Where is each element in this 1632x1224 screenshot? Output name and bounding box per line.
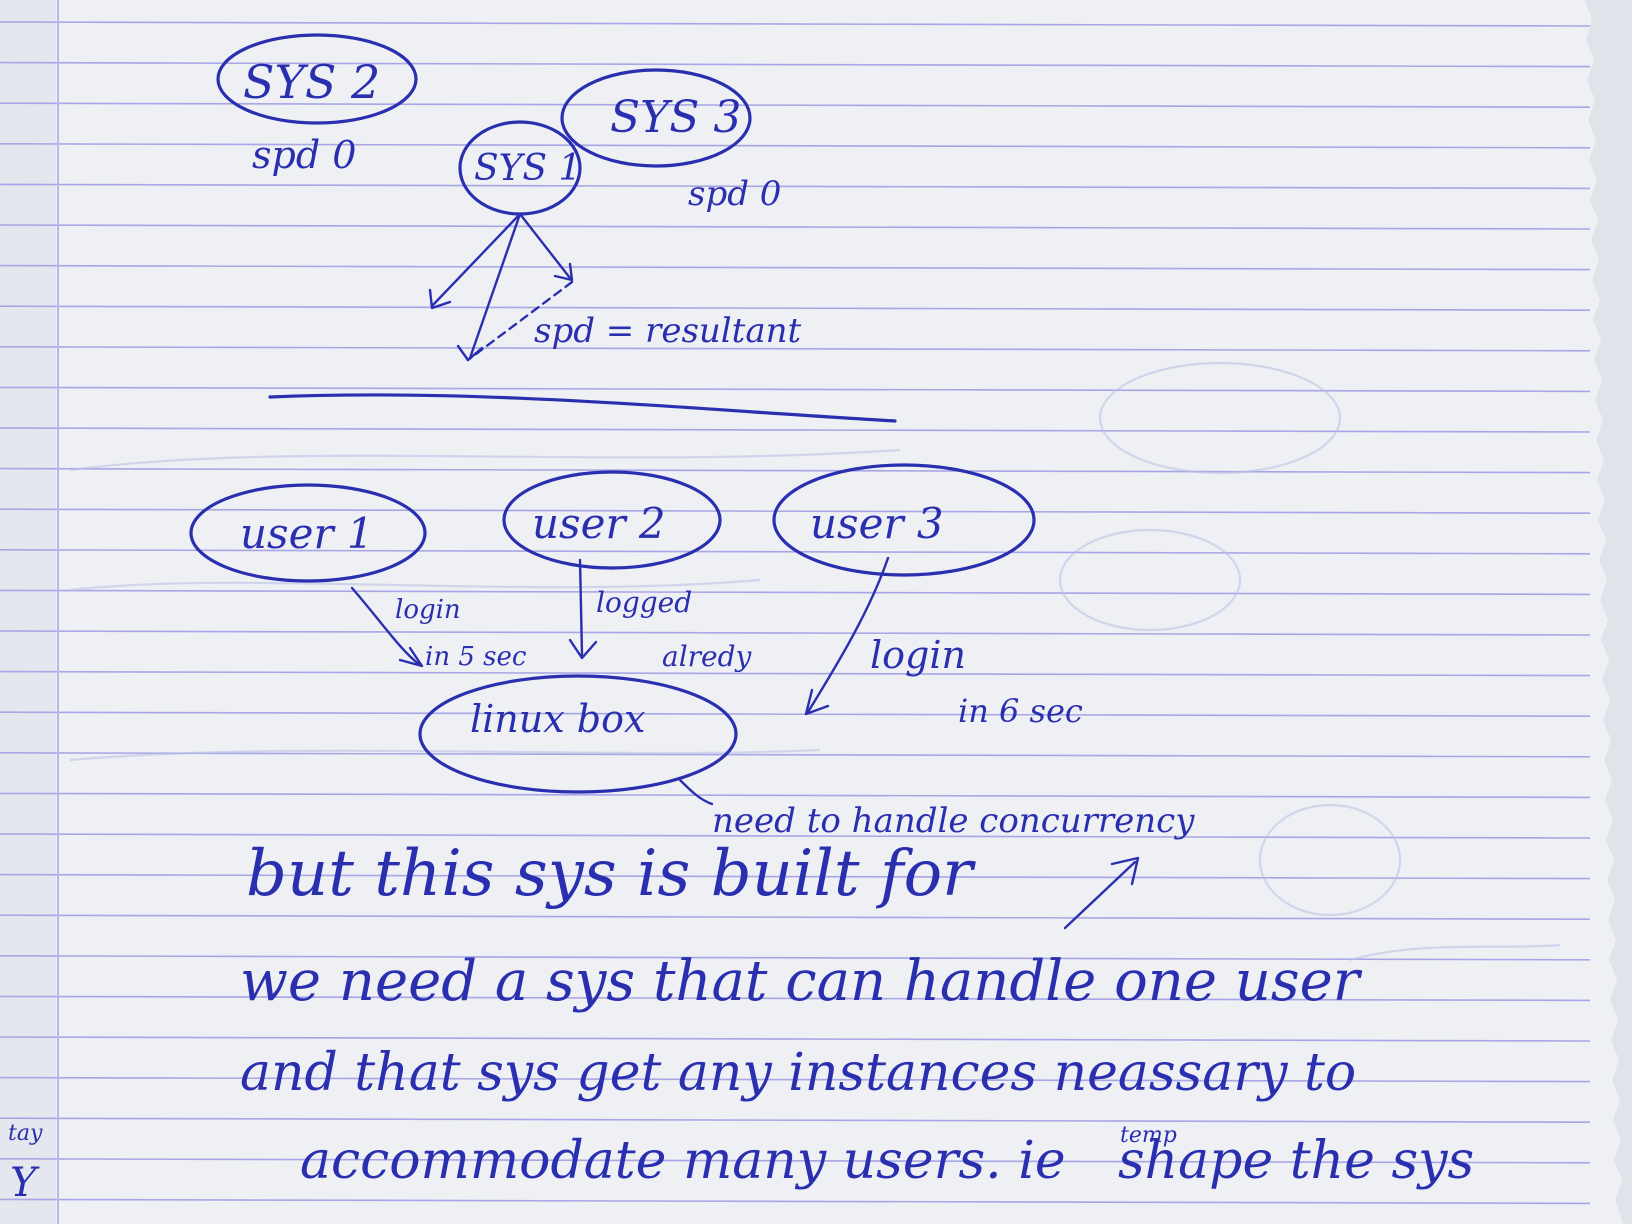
user3-label: user 3 bbox=[810, 499, 944, 548]
user1-edge-label-1: login bbox=[395, 595, 461, 625]
ruled-line bbox=[0, 61, 1591, 68]
sys2-node bbox=[216, 33, 418, 125]
ruled-line bbox=[0, 427, 1591, 433]
section-divider bbox=[268, 393, 897, 423]
note-line-4-superscript: temp bbox=[1120, 1123, 1177, 1148]
ruled-line bbox=[0, 1158, 1591, 1164]
server-note: need to handle concurrency bbox=[712, 801, 1195, 841]
ruled-line bbox=[0, 345, 1591, 352]
concurrency-arrow bbox=[1063, 860, 1137, 930]
vector-label: spd = resultant bbox=[534, 311, 802, 351]
sys3-note: spd 0 bbox=[688, 174, 781, 214]
ruled-line bbox=[0, 305, 1591, 312]
user2-node bbox=[502, 470, 722, 570]
ruled-line bbox=[0, 630, 1591, 636]
margin-scribble-1: tay bbox=[8, 1121, 43, 1146]
note-line-3: and that sys get any instances neassary … bbox=[240, 1043, 1356, 1103]
ruled-line bbox=[0, 995, 1591, 1002]
user3-node bbox=[772, 463, 1036, 577]
vector-arrows bbox=[428, 212, 574, 362]
margin-scribble-2: Y bbox=[10, 1160, 40, 1206]
user3-edge-label-1: login bbox=[870, 633, 966, 677]
linux-box-label: linux box bbox=[470, 697, 645, 741]
ruled-line bbox=[0, 224, 1591, 230]
user2-label: user 2 bbox=[532, 499, 666, 548]
ruled-line bbox=[0, 914, 1591, 921]
ruled-line bbox=[0, 792, 1591, 799]
ruled-lines bbox=[0, 21, 1591, 1205]
user3-edge bbox=[806, 556, 890, 714]
bottom-diagram: user 1 user 2 user 3 login in 5 sec logg… bbox=[189, 463, 1195, 930]
ruled-line bbox=[0, 102, 1591, 108]
ruled-line bbox=[0, 751, 1591, 758]
ruled-line bbox=[0, 264, 1591, 271]
note-line-2: we need a sys that can handle one user bbox=[240, 949, 1363, 1014]
ruled-line bbox=[0, 21, 1591, 27]
ruled-line bbox=[0, 670, 1591, 677]
ruled-line bbox=[0, 1117, 1591, 1123]
note-line-4-end: shape the sys bbox=[1118, 1131, 1474, 1191]
previous-page-edge bbox=[0, 0, 56, 1224]
sys2-label: SYS 2 bbox=[243, 55, 380, 109]
ruled-line bbox=[0, 833, 1591, 839]
ruled-line bbox=[0, 508, 1591, 515]
notes-block: but this sys is built for we need a sys … bbox=[240, 837, 1474, 1191]
user2-edge bbox=[578, 558, 584, 657]
ruled-line bbox=[0, 467, 1591, 474]
ruled-line bbox=[0, 143, 1591, 149]
note-line-1: but this sys is built for bbox=[246, 837, 976, 911]
note-line-4: accommodate many users. ie bbox=[300, 1131, 1066, 1191]
ruled-line bbox=[0, 954, 1591, 961]
user1-label: user 1 bbox=[240, 509, 374, 558]
linux-box-node bbox=[418, 674, 738, 794]
sys3-node bbox=[560, 68, 752, 168]
ruled-line bbox=[0, 1076, 1591, 1083]
user3-edge-label-2: in 6 sec bbox=[958, 692, 1083, 730]
ruled-line bbox=[0, 1198, 1591, 1205]
ruled-line bbox=[0, 873, 1591, 880]
sys3-label: SYS 3 bbox=[610, 92, 741, 143]
user1-edge-label-2: in 5 sec bbox=[425, 642, 527, 672]
ruled-line bbox=[0, 1036, 1591, 1042]
bleed-through bbox=[69, 361, 1561, 962]
ruled-line bbox=[0, 589, 1591, 596]
ruled-line bbox=[0, 183, 1591, 190]
top-diagram: SYS 2 spd 0 SYS 1 SYS 3 spd 0 spd = resu… bbox=[216, 33, 802, 362]
user1-node bbox=[189, 483, 427, 583]
server-note-connector bbox=[678, 778, 714, 806]
sys2-note: spd 0 bbox=[252, 133, 356, 177]
user2-edge-label-2: alredy bbox=[662, 640, 753, 673]
sys1-label: SYS 1 bbox=[474, 148, 581, 189]
user1-edge bbox=[350, 586, 422, 667]
ruled-line bbox=[0, 711, 1591, 718]
user2-edge-label-1: logged bbox=[596, 586, 692, 619]
